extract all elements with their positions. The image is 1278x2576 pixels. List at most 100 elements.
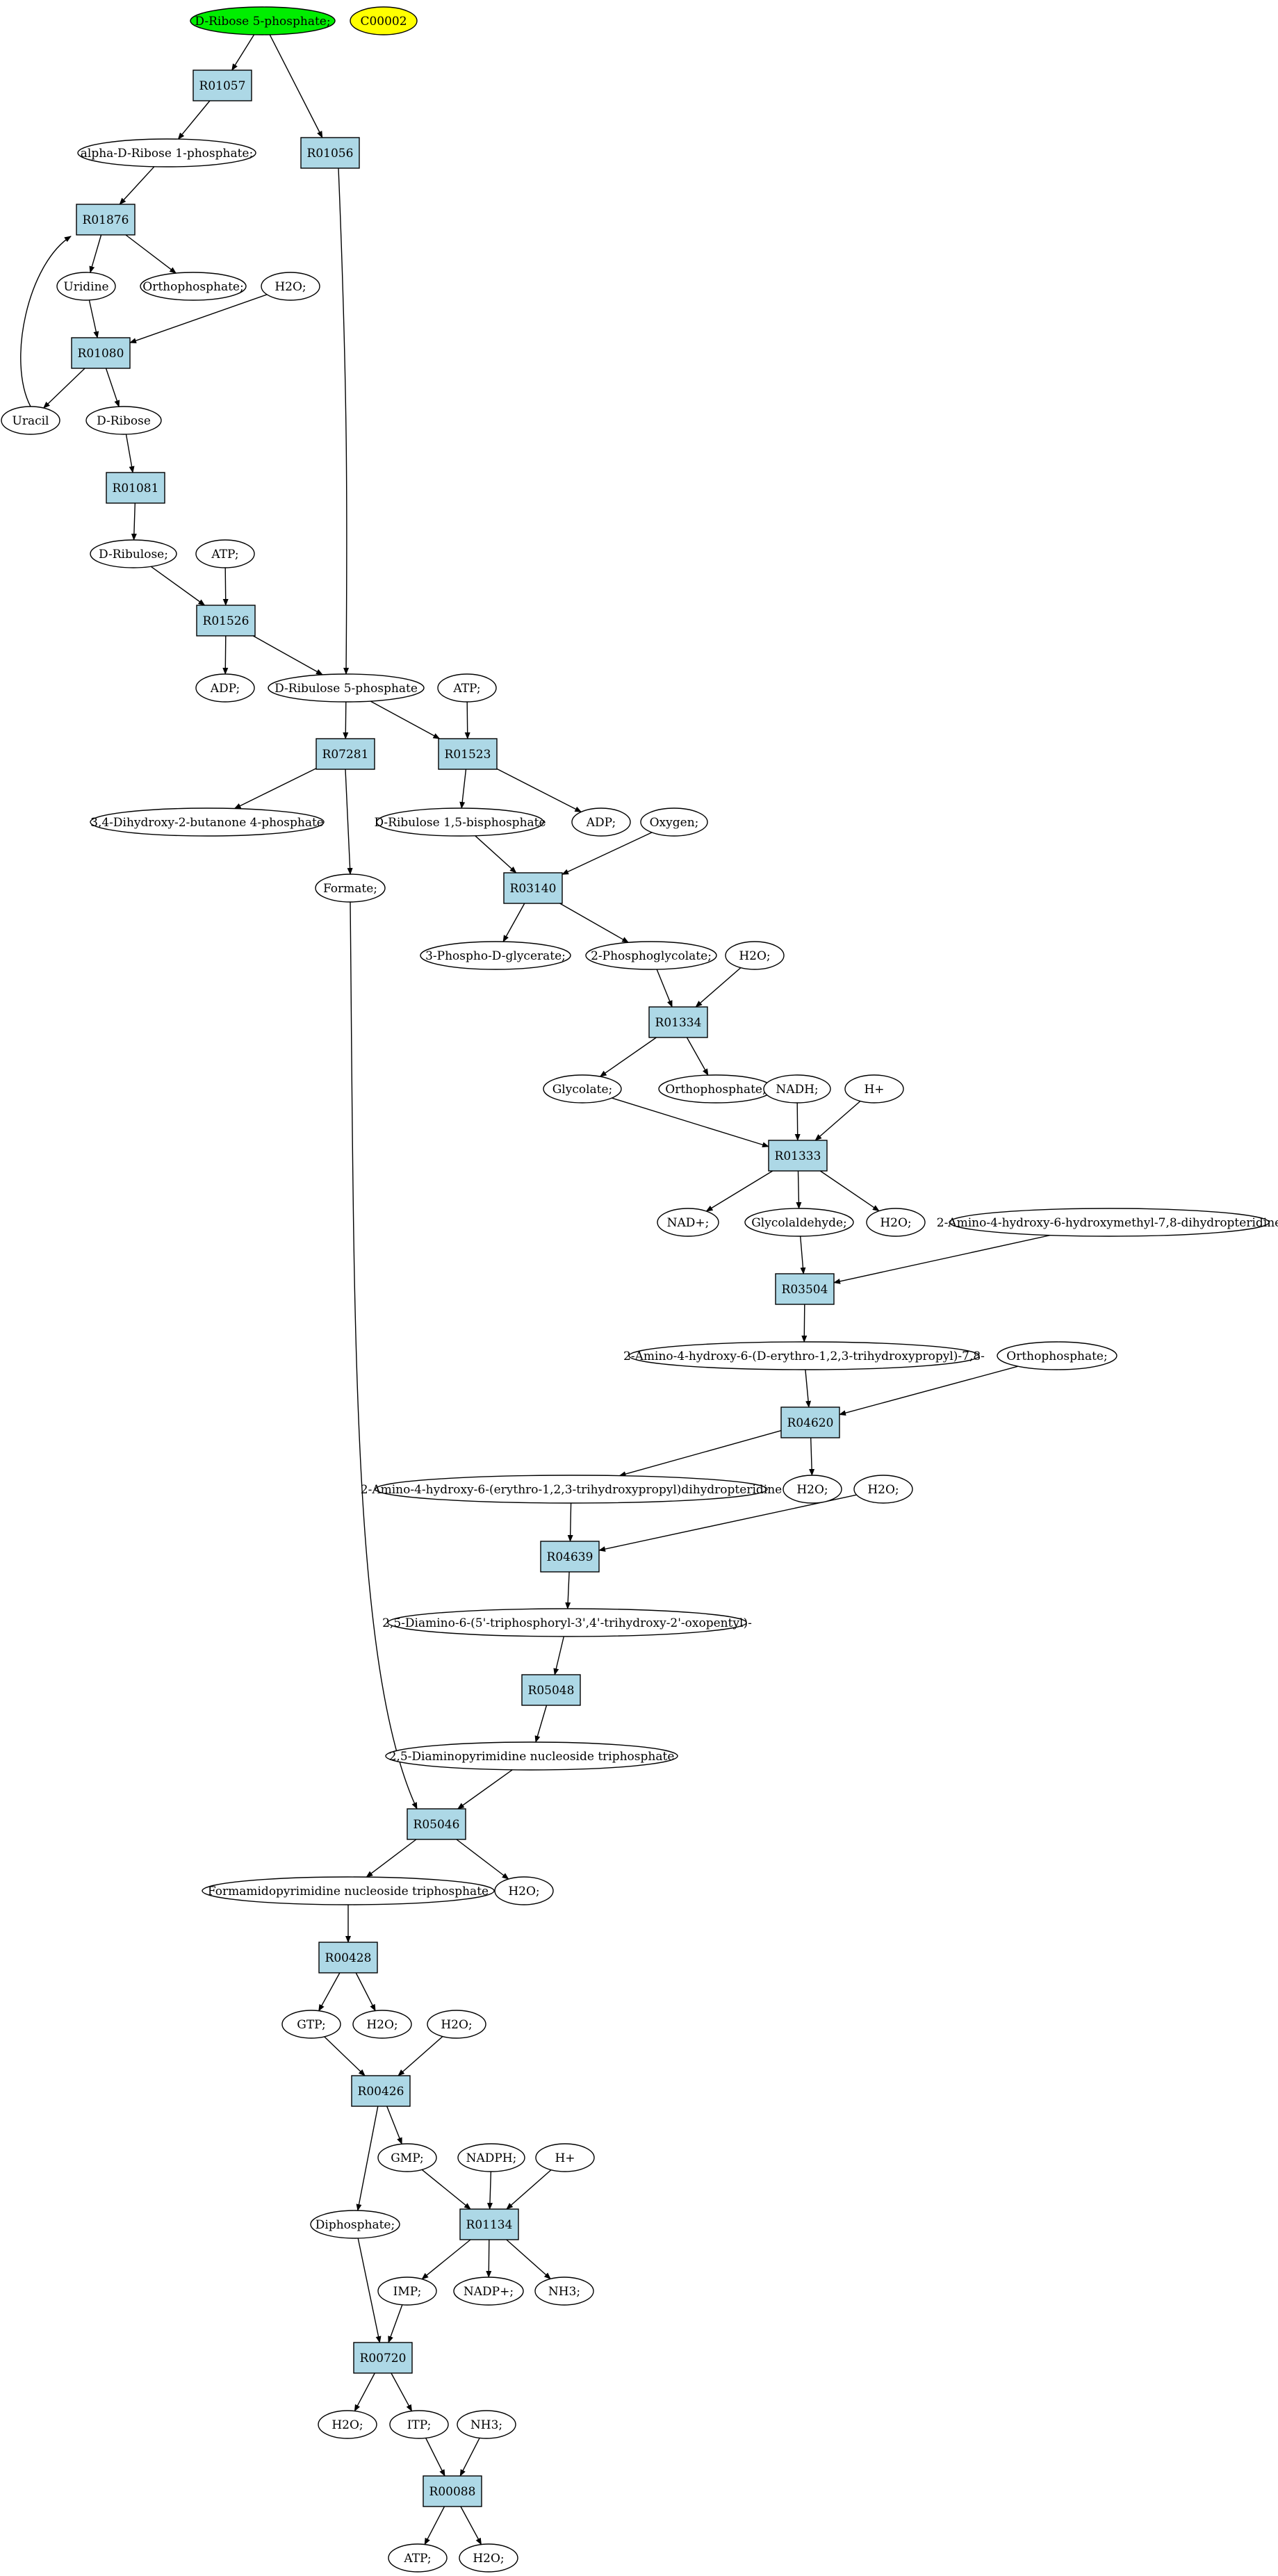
- compound-node-c3[interactable]: Orthophosphate;: [140, 272, 247, 301]
- reaction-node-r20[interactable]: R00720: [353, 2342, 413, 2374]
- edge-c44-to-r20: [388, 2304, 403, 2343]
- reaction-node-r2[interactable]: R01056: [300, 137, 360, 169]
- compound-node-c22[interactable]: NADH;: [763, 1074, 831, 1104]
- reaction-box: [503, 872, 563, 904]
- compound-node-c32[interactable]: H2O;: [853, 1475, 913, 1504]
- node-label: R07281: [322, 748, 369, 762]
- compound-ellipse: [763, 1074, 831, 1104]
- compound-node-c27[interactable]: 2-Amino-4-hydroxy-6-hydroxymethyl-7,8-di…: [937, 1208, 1278, 1237]
- compound-node-c40[interactable]: GMP;: [377, 2143, 437, 2172]
- node-label: H2O;: [739, 949, 770, 963]
- reaction-node-r18[interactable]: R00426: [351, 2075, 411, 2107]
- compound-node-c28[interactable]: 2-Amino-4-hydroxy-6-(D-erythro-1,2,3-tri…: [623, 1341, 985, 1370]
- node-label: R05046: [413, 1818, 460, 1832]
- compound-node-c38[interactable]: H2O;: [352, 2010, 412, 2039]
- compound-node-c51[interactable]: H2O;: [459, 2543, 518, 2573]
- compound-node-c20[interactable]: Glycolate;: [543, 1074, 622, 1104]
- compound-node-c37[interactable]: GTP;: [281, 2010, 341, 2039]
- compound-node-c14[interactable]: ADP;: [571, 807, 631, 837]
- node-label: H2O;: [473, 2552, 504, 2566]
- reaction-node-r21[interactable]: R00088: [423, 2475, 482, 2507]
- compound-node-c48[interactable]: ITP;: [389, 2410, 449, 2439]
- node-label: Glycolaldehyde;: [751, 1216, 847, 1230]
- compound-node-c19[interactable]: H2O;: [725, 941, 785, 970]
- compound-node-n1[interactable]: D-Ribose 5-phosphate;: [190, 6, 336, 35]
- reaction-node-r7[interactable]: R07281: [316, 738, 375, 770]
- compound-node-c47[interactable]: H2O;: [318, 2410, 377, 2439]
- reaction-node-r5[interactable]: R01081: [106, 472, 165, 504]
- compound-node-c30[interactable]: 2-Amino-4-hydroxy-6-(erythro-1,2,3-trihy…: [361, 1475, 782, 1504]
- compound-node-c26[interactable]: H2O;: [866, 1208, 926, 1237]
- compound-node-c10[interactable]: D-Ribulose 5-phosphate: [268, 673, 425, 703]
- edge-r17-to-c37: [318, 1972, 341, 2012]
- edge-r9-to-c17: [502, 903, 525, 942]
- compound-node-c44[interactable]: IMP;: [377, 2276, 437, 2306]
- node-label: 2,5-Diamino-6-(5'-triphosphoryl-3',4'-tr…: [382, 1616, 752, 1630]
- compound-node-c23[interactable]: H+: [844, 1074, 904, 1104]
- compound-node-c50[interactable]: ATP;: [388, 2543, 448, 2573]
- compound-node-c21[interactable]: Orthophosphate;: [658, 1074, 773, 1104]
- edge-r17-to-c38: [355, 1972, 376, 2012]
- edge-r7-to-c16: [345, 769, 353, 875]
- reaction-node-r8[interactable]: R01523: [438, 738, 498, 770]
- compound-ellipse: [534, 2276, 594, 2306]
- reaction-node-r9[interactable]: R03140: [503, 872, 563, 904]
- compound-ellipse: [853, 1475, 913, 1504]
- reaction-node-r1[interactable]: R01057: [192, 69, 252, 101]
- compound-node-c41[interactable]: NADPH;: [457, 2143, 525, 2172]
- compound-node-c9[interactable]: ADP;: [195, 673, 255, 703]
- reaction-node-r17[interactable]: R00428: [318, 1942, 378, 1974]
- compound-node-c5[interactable]: Uracil: [1, 406, 60, 435]
- compound-node-c24[interactable]: NAD+;: [657, 1208, 719, 1237]
- compound-node-c35[interactable]: Formamidopyrimidine nucleoside triphosph…: [202, 1876, 495, 1905]
- edge-r16-to-c36: [456, 1839, 509, 1880]
- compound-node-c4[interactable]: H2O;: [261, 272, 320, 301]
- reaction-box: [438, 738, 498, 770]
- compound-node-c31[interactable]: H2O;: [783, 1475, 842, 1504]
- compound-node-c16[interactable]: Formate;: [315, 873, 386, 903]
- compound-node-c29[interactable]: Orthophosphate;: [997, 1341, 1117, 1370]
- compound-ellipse: [1, 406, 60, 435]
- compound-node-c12[interactable]: 3,4-Dihydroxy-2-butanone 4-phosphate: [90, 807, 325, 837]
- edge-r15-to-c34: [534, 1705, 548, 1743]
- node-label: R01334: [655, 1016, 702, 1030]
- reaction-box: [318, 1942, 378, 1974]
- reaction-node-r14[interactable]: R04639: [540, 1541, 600, 1573]
- compound-node-c18[interactable]: 2-Phosphoglycolate;: [585, 941, 717, 970]
- compound-node-c11[interactable]: ATP;: [437, 673, 497, 703]
- edge-c43-to-r20: [357, 2238, 382, 2343]
- reaction-node-r4[interactable]: R01080: [71, 337, 131, 369]
- compound-node-c39[interactable]: H2O;: [427, 2010, 486, 2039]
- compound-node-c15[interactable]: Oxygen;: [640, 807, 708, 837]
- reaction-node-r10[interactable]: R01334: [648, 1006, 708, 1038]
- reaction-node-r12[interactable]: R03504: [775, 1273, 835, 1305]
- reaction-box: [780, 1406, 840, 1438]
- reaction-node-r11[interactable]: R01333: [768, 1140, 828, 1172]
- compound-node-c2[interactable]: Uridine: [56, 272, 116, 301]
- compound-node-c42[interactable]: H+: [535, 2143, 595, 2172]
- reaction-node-r6[interactable]: R01526: [196, 605, 256, 637]
- compound-node-c46[interactable]: NH3;: [534, 2276, 594, 2306]
- compound-node-c33[interactable]: 2,5-Diamino-6-(5'-triphosphoryl-3',4'-tr…: [382, 1608, 752, 1637]
- edge-c5-to-r3: [20, 236, 72, 407]
- compound-node-c34[interactable]: 2,5-Diaminopyrimidine nucleoside triphos…: [385, 1741, 678, 1771]
- reaction-node-r19[interactable]: R01134: [459, 2208, 519, 2240]
- compound-node-c6[interactable]: D-Ribose: [85, 406, 162, 435]
- compound-node-c25[interactable]: Glycolaldehyde;: [744, 1208, 854, 1237]
- reaction-node-r13[interactable]: R04620: [780, 1406, 840, 1438]
- compound-node-c49[interactable]: NH3;: [457, 2410, 516, 2439]
- compound-node-n2[interactable]: C00002: [350, 6, 418, 35]
- compound-node-c7[interactable]: D-Ribulose;: [90, 539, 177, 568]
- compound-node-c36[interactable]: H2O;: [494, 1876, 554, 1905]
- edge-r11-to-c26: [819, 1170, 880, 1212]
- compound-node-c17[interactable]: 3-Phospho-D-glycerate;: [420, 941, 571, 970]
- edge-c41-to-r19: [486, 2171, 493, 2210]
- compound-node-c45[interactable]: NADP+;: [453, 2276, 524, 2306]
- reaction-node-r16[interactable]: R05046: [407, 1808, 466, 1840]
- reaction-node-r3[interactable]: R01876: [76, 204, 136, 236]
- reaction-node-r15[interactable]: R05048: [521, 1674, 581, 1706]
- compound-node-c43[interactable]: Diphosphate;: [310, 2210, 400, 2239]
- compound-node-c13[interactable]: D-Ribulose 1,5-bisphosphate: [374, 807, 546, 837]
- compound-node-c1[interactable]: alpha-D-Ribose 1-phosphate;: [77, 138, 256, 167]
- compound-node-c8[interactable]: ATP;: [195, 539, 255, 568]
